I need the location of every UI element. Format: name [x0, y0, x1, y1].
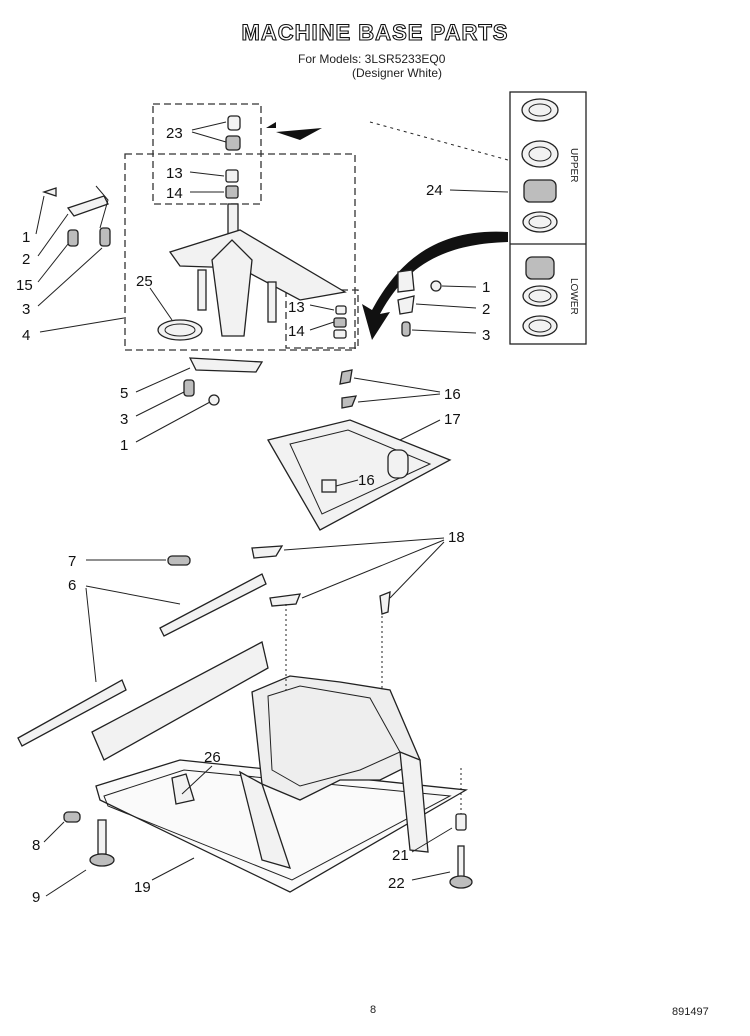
- box-transmission: [124, 153, 356, 351]
- base-frame: [91, 641, 469, 893]
- callout-23: 23: [166, 125, 183, 142]
- callout-25: 25: [136, 273, 153, 290]
- big-curved-arrow: [362, 231, 508, 340]
- kit-upper-label: UPPER: [568, 148, 579, 182]
- callout-13b: 13: [288, 299, 305, 316]
- callout-16: 16: [444, 386, 461, 403]
- callout-14: 14: [166, 185, 183, 202]
- callout-13: 13: [166, 165, 183, 182]
- kit-lower-label: LOWER: [568, 278, 579, 315]
- lower-bracket-parts: [183, 357, 264, 406]
- leader-lines: [35, 121, 509, 897]
- transmission-assembly: [157, 115, 347, 341]
- callout-8: 8: [32, 837, 40, 854]
- callout-3c: 3: [120, 411, 128, 428]
- kit-bearings-upper: [521, 98, 559, 233]
- callout-18: 18: [448, 529, 465, 546]
- callout-15: 15: [16, 277, 33, 294]
- models-line: For Models: 3LSR5233EQ0: [298, 52, 446, 66]
- page-title: MACHINE BASE PARTS: [241, 19, 509, 45]
- callout-5: 5: [120, 385, 128, 402]
- callout-3: 3: [22, 301, 30, 318]
- kit-box: [509, 91, 587, 345]
- triangle-marker: [266, 122, 276, 128]
- callout-24: 24: [426, 182, 443, 199]
- left-bracket-parts: [41, 185, 111, 247]
- callout-4: 4: [22, 327, 30, 344]
- callout-1b: 1: [482, 279, 490, 296]
- callout-3b: 3: [482, 327, 490, 344]
- document-number: 891497: [672, 1006, 709, 1018]
- callout-1: 1: [22, 229, 30, 246]
- middle-parts: [17, 545, 391, 747]
- kit-bearings-lower: [522, 256, 558, 337]
- right-bracket-parts: [397, 269, 442, 337]
- brake-bracket-17: [267, 369, 452, 531]
- callout-1c: 1: [120, 437, 128, 454]
- callout-2: 2: [22, 251, 30, 268]
- pointer-arrow-top: [276, 128, 322, 140]
- page-number: 8: [370, 1004, 377, 1016]
- callout-2b: 2: [482, 301, 490, 318]
- callout-17: 17: [444, 411, 461, 428]
- callout-21: 21: [392, 847, 409, 864]
- callout-6: 6: [68, 577, 76, 594]
- designer-line: (Designer White): [352, 66, 443, 80]
- callout-labels: 23 13 14 1 2 15 3 4 25 13 14 1 2 3 24 5 …: [16, 125, 490, 906]
- leveling-feet: [63, 811, 473, 889]
- callout-19: 19: [134, 879, 151, 896]
- callout-9: 9: [32, 889, 40, 906]
- callout-22: 22: [388, 875, 405, 892]
- callout-16c: 16: [358, 472, 375, 489]
- callout-14b: 14: [288, 323, 305, 340]
- callout-26: 26: [204, 749, 221, 766]
- callout-7: 7: [68, 553, 76, 570]
